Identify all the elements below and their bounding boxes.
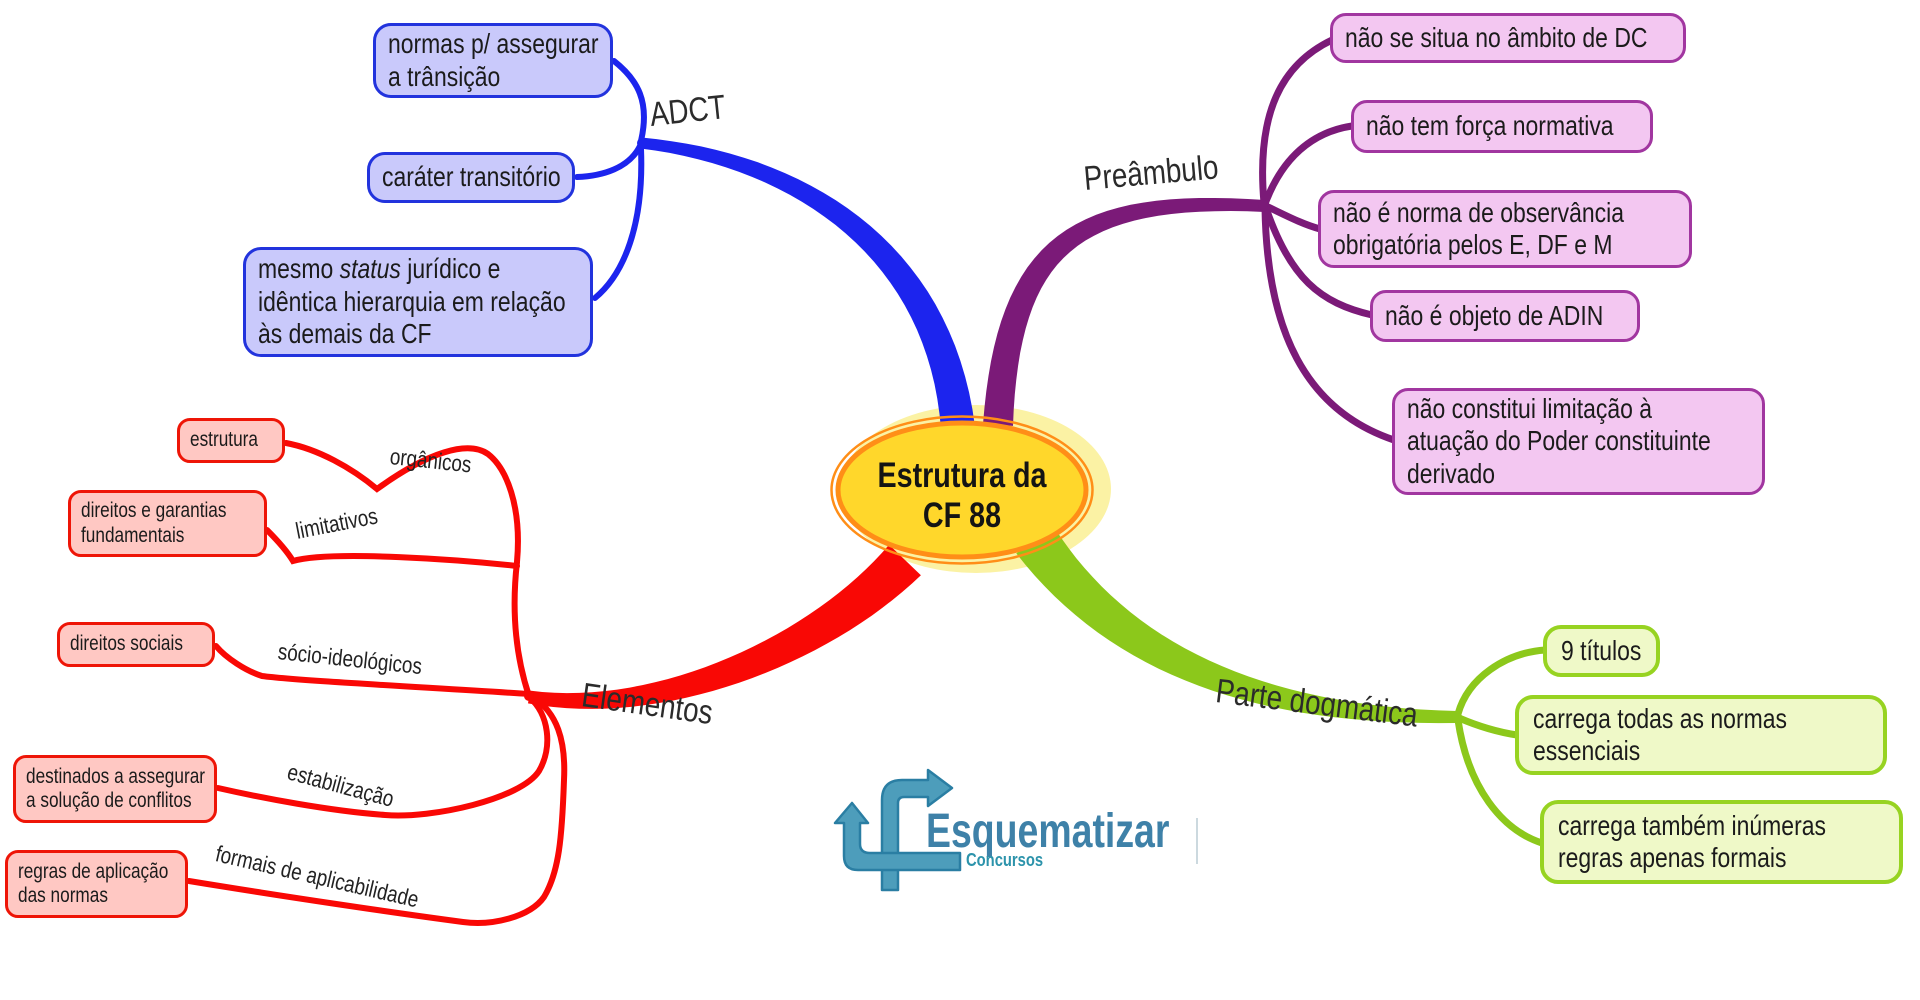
adct-node-1: normas p/ assegurar a trânsição (373, 23, 613, 98)
adct-connector-3 (592, 146, 645, 301)
logo-arrow-right-icon (880, 768, 954, 892)
limitativos-line (264, 527, 520, 569)
preambulo-connector-5 (1261, 204, 1398, 444)
center-ellipse (835, 420, 1089, 560)
estabilizacao-line (215, 694, 551, 819)
elementos-upline (511, 559, 532, 699)
elementos-node-3: direitos sociais (57, 622, 215, 667)
dogmatica-node-3: carrega também inúmeras regras apenas fo… (1540, 800, 1903, 884)
socio-line (213, 643, 532, 697)
logo-arrow-up-icon (833, 801, 962, 872)
preambulo-node-4: não é objeto de ADIN (1370, 290, 1640, 342)
adct-fork (637, 138, 647, 148)
logo-title: Esquematizar (926, 805, 1170, 858)
dogmatica-fork (1452, 712, 1462, 722)
logo-separator (1196, 818, 1198, 864)
preambulo-fork (1258, 200, 1268, 210)
adct-connector-1 (611, 58, 647, 144)
preambulo-trunk (983, 198, 1266, 426)
adct-node-3: mesmo status jurídico e idêntica hierarq… (243, 247, 593, 357)
preambulo-connector-2 (1261, 122, 1356, 208)
dogmatica-node-2: carrega todas as normas essenciais (1515, 695, 1887, 775)
elementos-trunk (528, 544, 921, 709)
logo-subtitle: Concursos (966, 850, 1044, 870)
preambulo-connector-1 (1259, 36, 1336, 207)
logo-icon (833, 768, 962, 892)
dogmatica-connector-2 (1455, 714, 1521, 739)
formais-line (186, 694, 568, 926)
center-title: Estrutura da CF 88 (877, 456, 1047, 535)
branch-label-adct: ADCT (647, 88, 728, 134)
elementos-node-5: regras de aplicação das normas (5, 850, 188, 918)
adct-connector-2 (574, 143, 643, 180)
preambulo-connector-4 (1262, 204, 1376, 319)
elementos-node-4: destinados a assegurar a solução de conf… (13, 755, 217, 823)
organicos-line (283, 440, 521, 565)
dogmatica-connector-3 (1454, 716, 1546, 847)
adct-trunk (640, 137, 975, 430)
preambulo-node-5: não constitui limitação à atuação do Pod… (1392, 388, 1765, 495)
preambulo-node-2: não tem força normativa (1351, 100, 1653, 153)
center-ellipse-ring (830, 415, 1094, 565)
dogmatica-trunk (1016, 526, 1457, 724)
adct-node-2: caráter transitório (367, 152, 575, 203)
dogmatica-connector-1 (1454, 646, 1549, 718)
preambulo-node-3: não é norma de observância obrigatória p… (1318, 190, 1692, 268)
elementos-node-2: direitos e garantias fundamentais (68, 490, 267, 557)
dogmatica-node-1: 9 títulos (1543, 625, 1660, 677)
preambulo-node-1: não se situa no âmbito de DC (1330, 13, 1686, 63)
preambulo-connector-3 (1262, 202, 1324, 233)
elementos-fork (524, 691, 534, 701)
elementos-node-1: estrutura (177, 418, 285, 463)
